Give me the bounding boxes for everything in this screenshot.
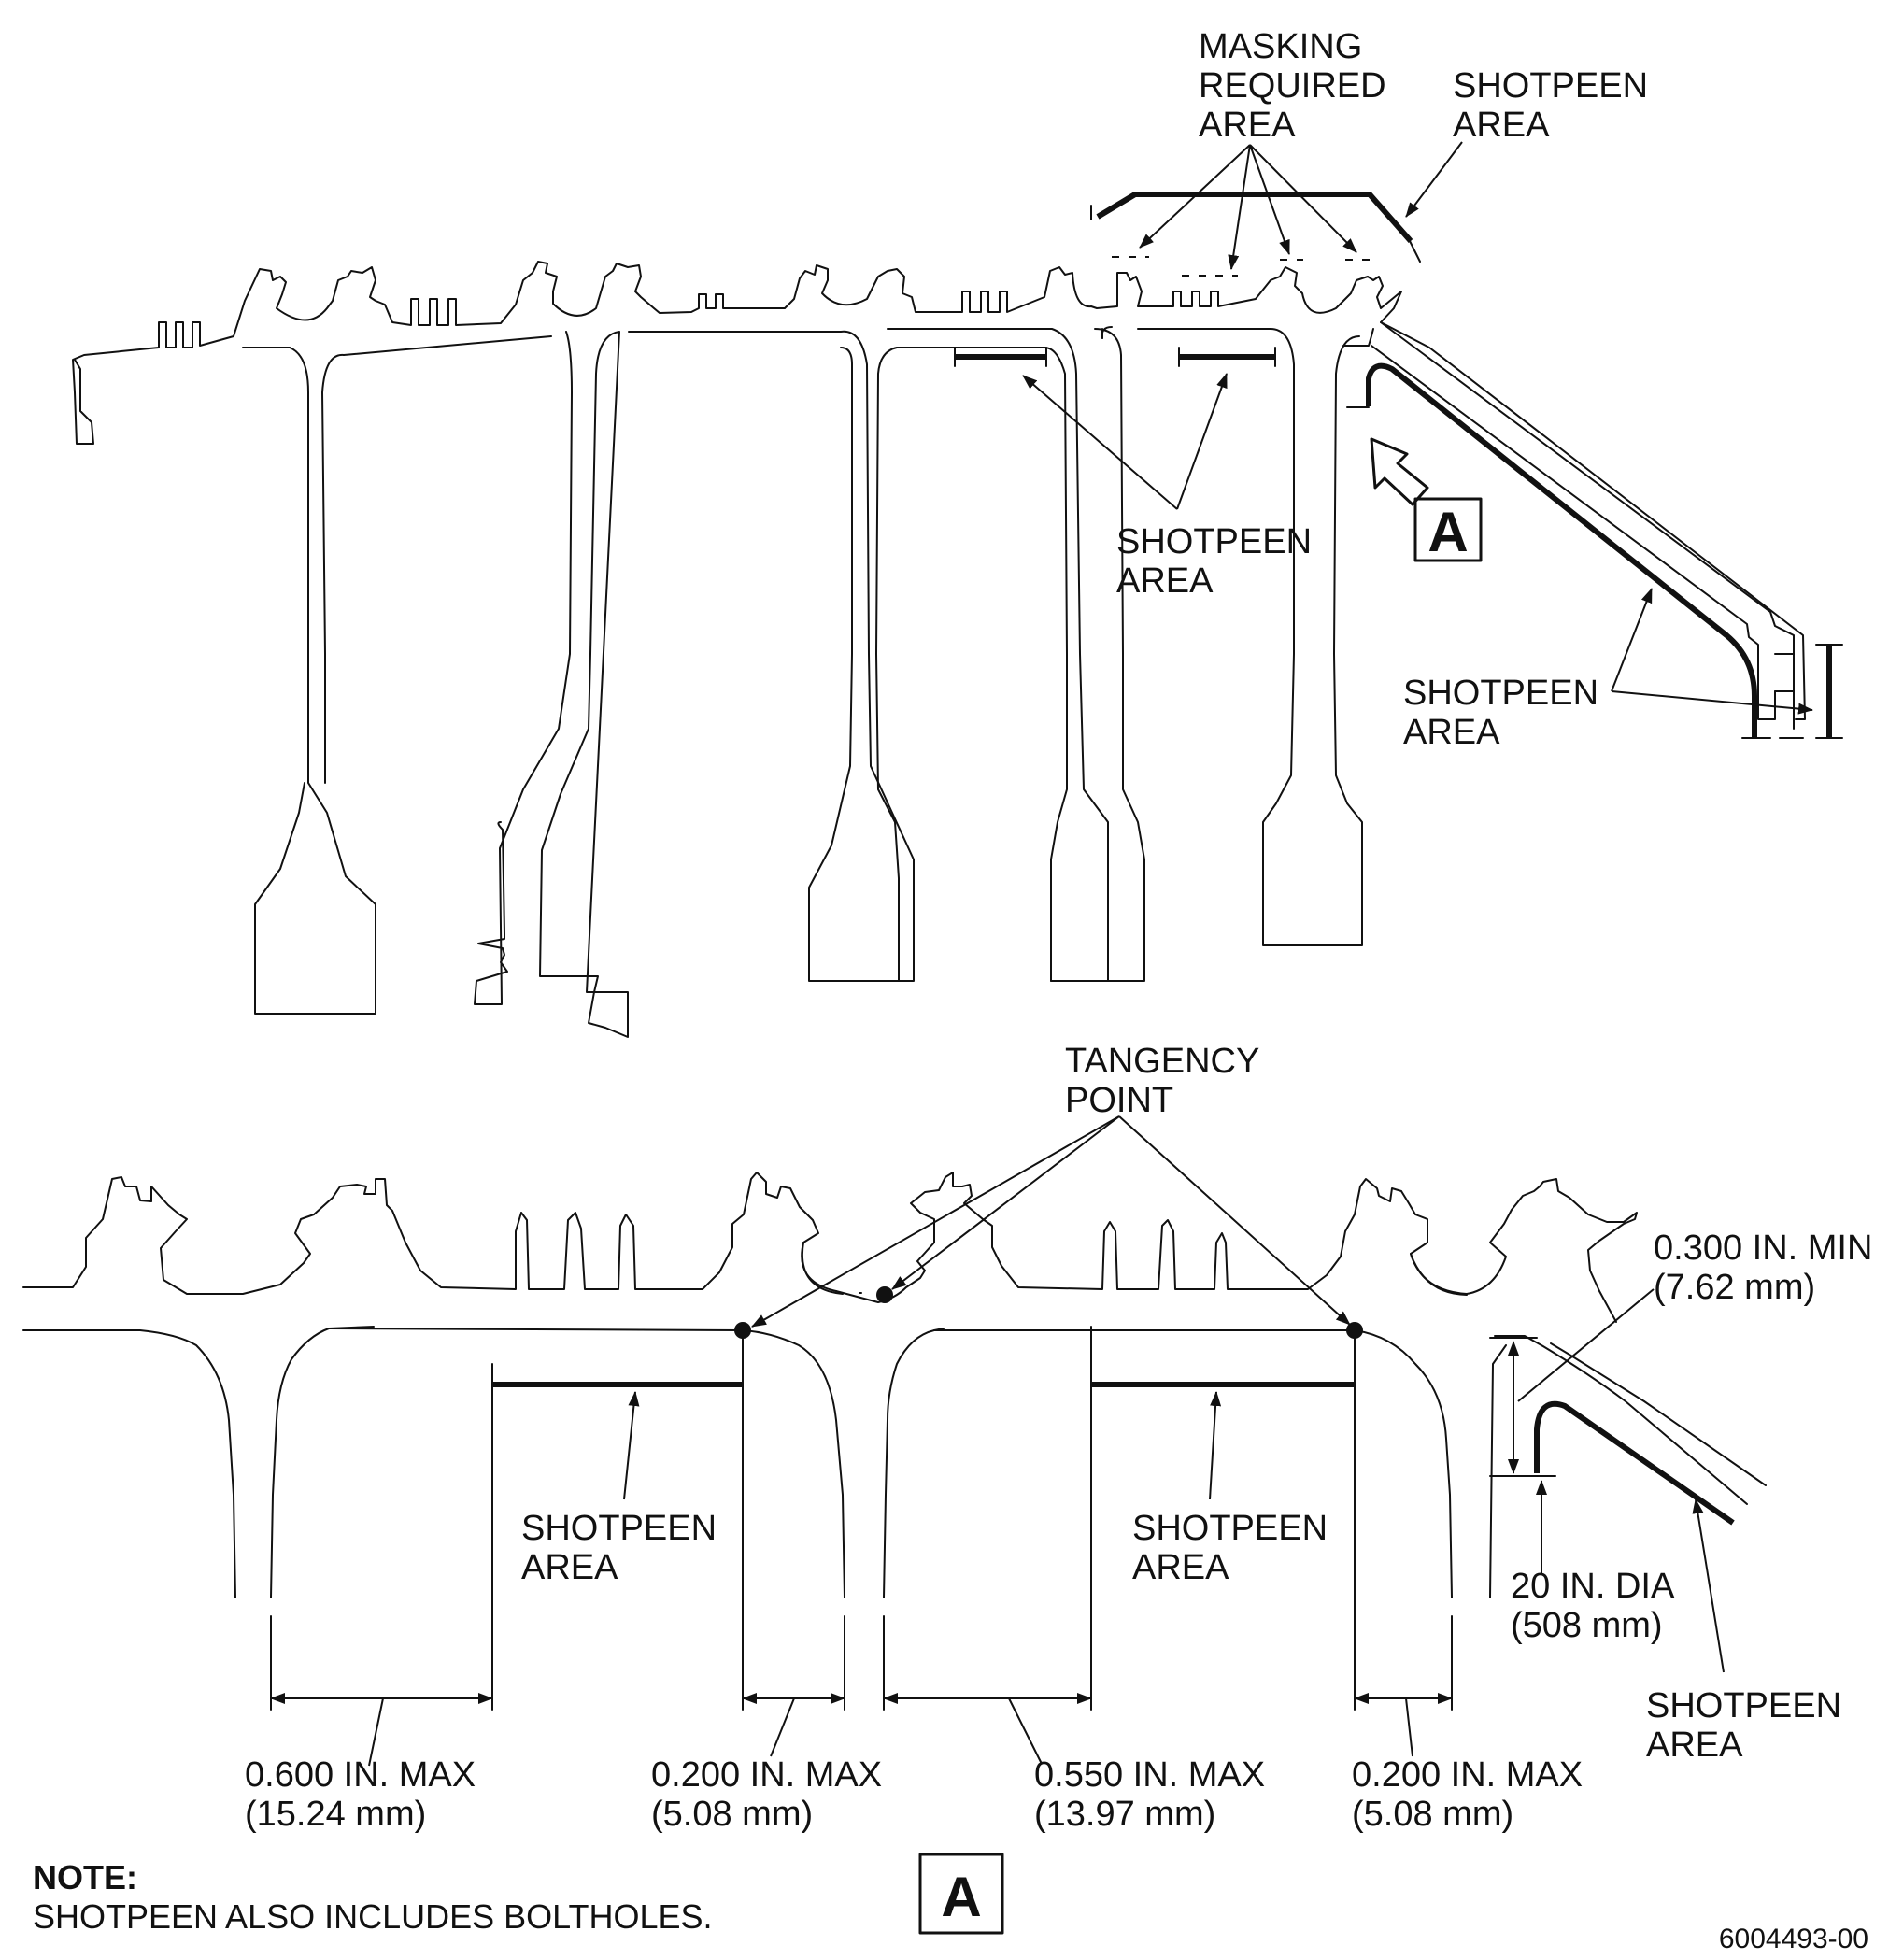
top-leaders [1022,141,1813,715]
shotpeen-top-mid-1: SHOTPEEN [1116,522,1312,561]
masking-label-3: AREA [1199,106,1296,145]
shotpeen-top-right-2: AREA [1453,106,1550,145]
detail-label-box [918,1853,1004,1935]
dim-550-label-1: 0.550 IN. MAX [1034,1755,1265,1795]
shotpeen-detail-mid-1: SHOTPEEN [1132,1509,1328,1548]
callout-box [1413,497,1483,562]
shotpeen-top-right-1: SHOTPEEN [1453,66,1648,106]
min-300-label-2: (7.62 mm) [1654,1268,1815,1307]
tangency-label-1: TANGENCY [1065,1042,1259,1081]
top-arm-shotpeen [1366,362,1757,738]
disk-web-3 [875,328,1109,982]
note-body: SHOTPEEN ALSO INCLUDES BOLTHOLES. [33,1897,713,1936]
tangency-point-2 [876,1286,893,1303]
dim-200a-label-1: 0.200 IN. MAX [651,1755,882,1795]
figure-code: 6004493-00 [1719,1924,1868,1954]
shotpeen-detail-left-2: AREA [521,1548,618,1587]
shotpeen-arm-2: AREA [1403,713,1500,752]
disk-web-2 [474,331,573,1005]
dia-20-label-2: (508 mm) [1511,1606,1663,1645]
dim-600-label-2: (15.24 mm) [245,1795,426,1834]
masking-label-1: MASKING [1199,27,1362,66]
top-rim-shotpeen [1096,192,1413,243]
rotor-cross-section [72,261,1806,1038]
tangency-label-2: POINT [1065,1081,1173,1120]
labels: MASKING REQUIRED AREA SHOTPEEN AREA SHOT… [245,27,1872,1834]
shotpeen-detail-left-1: SHOTPEEN [521,1509,717,1548]
masking-dash [1112,256,1371,277]
rear-arm-outline [1371,321,1795,730]
rotor-rim-outline [72,261,1806,720]
detail-rim-outline [22,1172,837,1295]
shotpeen-top-mid-2: AREA [1116,561,1214,601]
dim-600-label-1: 0.600 IN. MAX [245,1755,476,1795]
view-arrow-a: A [1370,437,1483,563]
dia-20-label-1: 20 IN. DIA [1511,1567,1675,1606]
shotpeen-detail-mid-2: AREA [1132,1548,1229,1587]
detail-letter: A [941,1866,981,1928]
detail-shotpeen-arm [1534,1400,1735,1526]
detail-bore-line [22,1328,845,1598]
detail-label-a: A [918,1853,1004,1935]
min-300-label-1: 0.300 IN. MIN [1654,1229,1872,1268]
disk-web-1 [254,347,376,1015]
detail-a [22,1115,1767,1767]
shotpeen-detail-right-2: AREA [1646,1726,1743,1765]
shotpeen-detail-right-1: SHOTPEEN [1646,1686,1841,1726]
shotpeen-arm-1: SHOTPEEN [1403,674,1598,713]
tangency-point-1 [734,1322,751,1339]
dim-550-label-2: (13.97 mm) [1034,1795,1215,1834]
note: NOTE: SHOTPEEN ALSO INCLUDES BOLTHOLES. [33,1858,713,1936]
masking-label-2: REQUIRED [1199,66,1386,106]
callout-letter: A [1427,501,1468,563]
dim-200b-label-1: 0.200 IN. MAX [1352,1755,1583,1795]
dim-200b-label-2: (5.08 mm) [1352,1795,1513,1834]
dim-200a-label-2: (5.08 mm) [651,1795,813,1834]
top-shotpeen-lines [954,192,1843,739]
note-heading: NOTE: [33,1858,137,1896]
tangency-point-3 [1346,1322,1363,1339]
